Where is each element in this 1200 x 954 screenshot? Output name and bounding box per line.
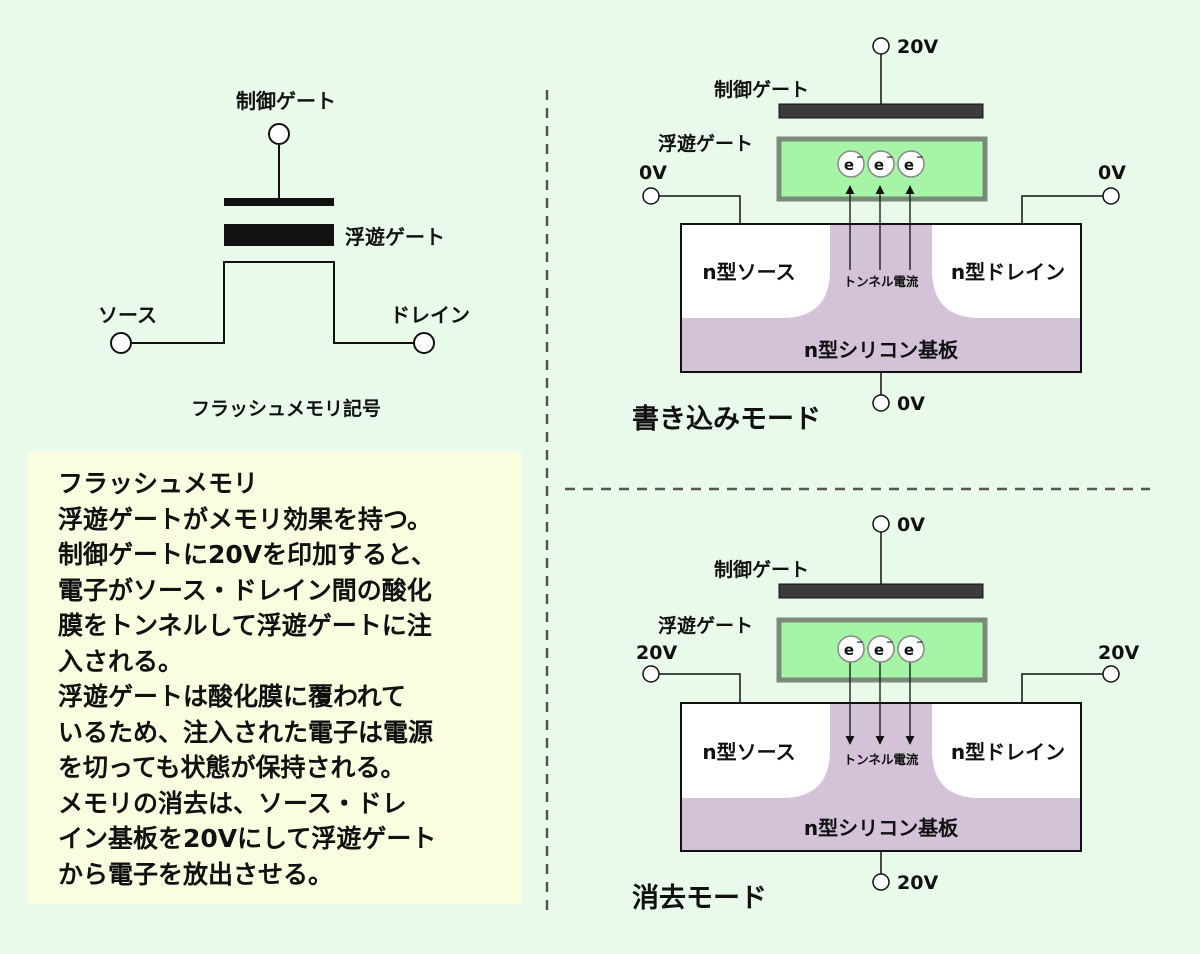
erase-gate-terminal [872, 515, 890, 533]
write-substrate-voltage: 0V [897, 393, 925, 415]
erase-source-voltage: 20V [636, 642, 677, 664]
write-mode-panel: 20V 制御ゲート 浮遊ゲート n型ソース n型ドレイン n型シリコン基板 トン… [632, 36, 1126, 435]
symbol-floating-gate-plate [224, 224, 334, 246]
erase-drain-terminal [1102, 665, 1120, 683]
erase-substrate-terminal [872, 873, 890, 891]
erase-substrate-voltage: 20V [897, 872, 938, 894]
erase-electron-sup-1: − [856, 638, 864, 648]
erase-floating-gate-label: 浮遊ゲート [658, 614, 753, 637]
symbol-floating-gate-label: 浮遊ゲート [345, 225, 445, 249]
erase-mode-panel: 0V 制御ゲート 浮遊ゲート n型ソース n型ドレイン n型シリコン基板 トンネ… [632, 514, 1139, 914]
write-tunnel-label: トンネル電流 [844, 274, 919, 289]
erase-electron-1: e [844, 641, 854, 659]
write-drain-voltage: 0V [1098, 162, 1126, 184]
symbol-source-label: ソース [98, 303, 157, 327]
symbol-drain-label: ドレイン [390, 303, 470, 327]
write-electron-2: e [874, 156, 884, 174]
write-source-terminal [642, 187, 660, 205]
symbol-channel-line [130, 261, 414, 344]
erase-mode-title: 消去モード [632, 883, 767, 914]
write-mode-title: 書き込みモード [632, 404, 821, 435]
erase-electron-sup-3: − [916, 638, 924, 648]
erase-source-region [682, 704, 830, 798]
erase-control-gate [778, 583, 984, 599]
write-substrate-terminal [872, 394, 890, 412]
write-electron-3: e [904, 156, 914, 174]
symbol-drain-terminal [413, 332, 435, 354]
write-control-gate-label: 制御ゲート [714, 78, 809, 101]
write-substrate-label: n型シリコン基板 [804, 338, 959, 362]
write-electrons: e e e − − − [837, 150, 925, 178]
erase-electrons: e e e − − − [837, 635, 925, 663]
write-gate-voltage: 20V [897, 36, 938, 58]
write-control-gate [778, 103, 984, 119]
write-drain-region [932, 225, 1080, 318]
erase-electron-3: e [904, 641, 914, 659]
erase-electron-sup-2: − [886, 638, 894, 648]
erase-tunnel-label: トンネル電流 [844, 752, 919, 767]
symbol-control-gate-label: 制御ゲート [236, 89, 336, 113]
symbol-caption: フラッシュメモリ記号 [191, 397, 381, 420]
erase-control-gate-label: 制御ゲート [714, 558, 809, 581]
write-drain-label: n型ドレイン [951, 260, 1065, 284]
flash-memory-symbol: 制御ゲート 浮遊ゲート ソース ドレイン フラッシュメモリ記号 [98, 89, 470, 420]
erase-substrate-label: n型シリコン基板 [804, 816, 959, 840]
write-floating-gate-label: 浮遊ゲート [658, 132, 753, 155]
erase-source-label: n型ソース [702, 740, 795, 764]
write-gate-terminal [872, 37, 890, 55]
symbol-control-gate-plate [224, 198, 334, 206]
erase-drain-label: n型ドレイン [951, 740, 1065, 764]
explanation-text: フラッシュメモリ 浮遊ゲートがメモリ効果を持つ。 制御ゲートに20Vを印加すると… [58, 469, 437, 889]
write-electron-sup-3: − [916, 153, 924, 163]
symbol-control-gate-terminal [268, 123, 290, 145]
erase-gate-voltage: 0V [897, 514, 925, 536]
write-source-region [682, 225, 830, 318]
write-electron-sup-2: − [886, 153, 894, 163]
erase-electron-2: e [874, 641, 884, 659]
write-electron-1: e [844, 156, 854, 174]
write-electron-sup-1: − [856, 153, 864, 163]
write-drain-terminal [1102, 187, 1120, 205]
erase-drain-region [932, 704, 1080, 798]
erase-source-terminal [642, 665, 660, 683]
write-source-voltage: 0V [639, 162, 667, 184]
write-source-label: n型ソース [702, 260, 795, 284]
explanation-box: フラッシュメモリ 浮遊ゲートがメモリ効果を持つ。 制御ゲートに20Vを印加すると… [28, 452, 522, 904]
erase-drain-voltage: 20V [1098, 642, 1139, 664]
symbol-source-terminal [110, 332, 132, 354]
